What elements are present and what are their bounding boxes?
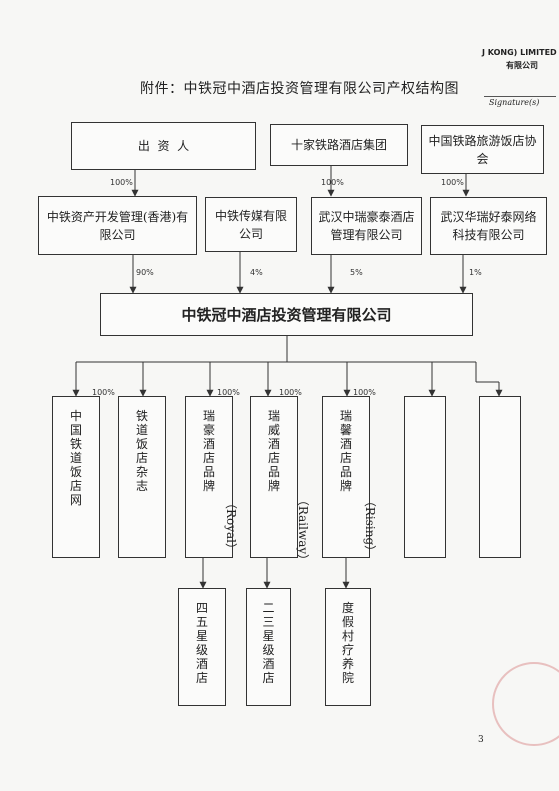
percent-label: 100%: [353, 388, 376, 397]
bottom-box-resort: 度假村疗养院: [325, 588, 371, 706]
sub-box-rising-brand: 瑞馨酒店品牌 （Rising）: [322, 396, 377, 558]
sub-box-label: 铁道饭店杂志: [135, 409, 148, 493]
center-company-label: 中铁冠中酒店投资管理有限公司: [181, 305, 392, 324]
percent-label: 90%: [136, 268, 154, 277]
sub-box-en-label: （Rising）: [363, 494, 378, 558]
bottom-box-label: 度假村疗养院: [341, 601, 354, 685]
top-box-investor: 出 资 人: [71, 122, 256, 170]
sub-box-empty: [479, 396, 521, 558]
top-box-investor-label: 出 资 人: [137, 139, 190, 153]
percent-label: 1%: [469, 268, 482, 277]
percent-label: 5%: [350, 268, 363, 277]
signature-line: [484, 96, 556, 97]
sub-box-railway-brand: 瑞威酒店品牌 （Railway）: [250, 396, 310, 566]
percent-label: 4%: [250, 268, 263, 277]
sub-box-railway-hotel-magazine: 铁道饭店杂志: [118, 396, 166, 558]
bottom-box-label: 四五星级酒店: [195, 601, 208, 685]
signature-label: Signature(s): [489, 98, 540, 107]
top-box-railway-hotel-group: 十家铁路酒店集团: [270, 124, 408, 166]
sub-box-royal-brand: 瑞豪酒店品牌 （Royal）: [185, 396, 238, 558]
mid-box-media-label: 中铁传媒有限公司: [214, 208, 287, 241]
bottom-box-2-3-star: 二三星级酒店: [246, 588, 291, 706]
top-box-tourism-association-label: 中国铁路旅游饭店协会: [428, 133, 537, 166]
percent-label: 100%: [441, 178, 464, 187]
sub-box-label: [418, 409, 432, 557]
mid-box-wuhan-network: 武汉华瑞好泰网络科技有限公司: [430, 197, 547, 255]
sub-box-empty: [404, 396, 446, 558]
sub-box-label: 瑞豪酒店品牌: [202, 409, 215, 493]
top-box-tourism-association: 中国铁路旅游饭店协会: [421, 125, 544, 174]
sub-box-label: 瑞威酒店品牌: [267, 409, 280, 493]
mid-box-wuhan-hotel-mgmt: 武汉中瑞豪泰酒店管理有限公司: [311, 197, 422, 255]
top-box-railway-hotel-group-label: 十家铁路酒店集团: [290, 138, 387, 152]
center-company-box: 中铁冠中酒店投资管理有限公司: [100, 293, 473, 336]
company-name-cn: 有限公司: [506, 60, 538, 70]
mid-box-media: 中铁传媒有限公司: [205, 197, 297, 252]
bottom-box-label: 二三星级酒店: [262, 601, 275, 685]
page-number: 3: [478, 735, 484, 745]
sub-box-label: 中国铁道饭店网: [69, 409, 82, 507]
sub-box-en-label: （Railway）: [296, 493, 311, 567]
sub-box-label: [493, 409, 507, 557]
stamp-mark: [492, 662, 559, 746]
sub-box-en-label: （Royal）: [224, 496, 239, 556]
mid-box-wuhan-network-label: 武汉华瑞好泰网络科技有限公司: [440, 210, 537, 242]
mid-box-asset-hk: 中铁资产开发管理(香港)有限公司: [38, 196, 197, 255]
company-name-en: J KONG) LIMITED: [482, 48, 557, 57]
percent-label: 100%: [110, 178, 133, 187]
percent-label: 100%: [92, 388, 115, 397]
page-title: 附件：中铁冠中酒店投资管理有限公司产权结构图: [140, 81, 459, 97]
mid-box-wuhan-hotel-mgmt-label: 武汉中瑞豪泰酒店管理有限公司: [318, 210, 415, 242]
bottom-box-4-5-star: 四五星级酒店: [178, 588, 226, 706]
mid-box-asset-hk-label: 中铁资产开发管理(香港)有限公司: [46, 209, 189, 242]
percent-label: 100%: [321, 178, 344, 187]
sub-box-label: 瑞馨酒店品牌: [339, 409, 352, 493]
percent-label: 100%: [217, 388, 240, 397]
percent-label: 100%: [279, 388, 302, 397]
sub-box-railway-hotel-net: 中国铁道饭店网: [52, 396, 100, 558]
